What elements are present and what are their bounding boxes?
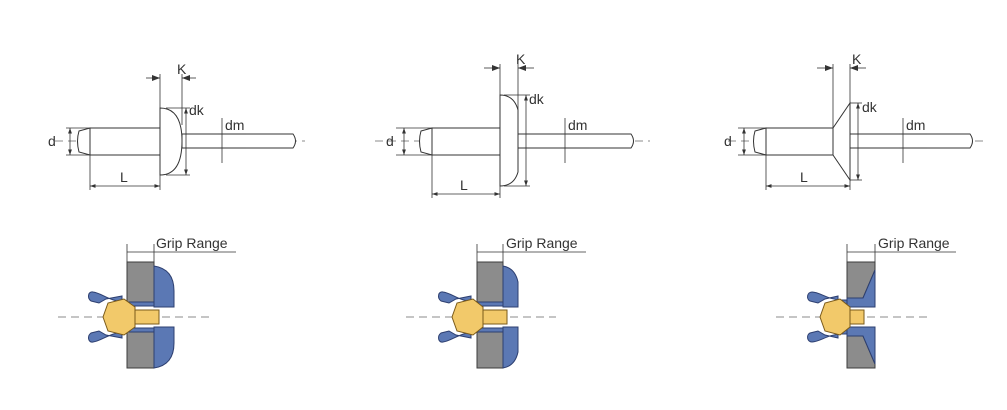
rivet-tail	[419, 127, 433, 156]
section-large-flange: Grip Range	[406, 235, 586, 369]
dim-K-label: K	[177, 61, 187, 77]
rivet-head-top	[153, 265, 175, 308]
mandrel	[181, 133, 296, 149]
dim-d-label: d	[48, 133, 56, 149]
mandrel-stem	[482, 309, 508, 325]
section-countersunk: Grip Range	[776, 235, 956, 369]
mandrel-head	[819, 298, 851, 336]
plate-bottom	[476, 331, 504, 369]
dim-K-label: K	[852, 51, 862, 67]
drawing-large-flange: d L K dk dm	[375, 51, 650, 198]
plate-bottom	[126, 331, 155, 369]
drawing-countersunk: d L K dk dm	[724, 51, 985, 190]
countersunk-head	[832, 101, 851, 182]
rivet-body	[89, 127, 161, 156]
rivet-body	[431, 127, 501, 156]
dim-dm-label: dm	[568, 117, 587, 133]
dim-L-label: L	[800, 169, 808, 185]
plate-top	[476, 261, 504, 303]
rivet-bulb-bottom	[88, 327, 155, 343]
flange-head	[499, 94, 519, 187]
mandrel-stem	[849, 309, 865, 325]
rivet-bulb-top	[438, 291, 504, 307]
plate-top	[126, 261, 155, 303]
rivet-tail	[753, 127, 767, 156]
rivet-bulb-top	[807, 291, 848, 307]
dim-d-label: d	[724, 133, 732, 149]
rivet-head-bottom	[153, 326, 175, 369]
dim-dk-label: dk	[862, 99, 878, 115]
mandrel	[517, 133, 634, 149]
grip-range-label: Grip Range	[878, 235, 950, 251]
rivet-bulb-bottom	[438, 327, 504, 343]
mandrel	[849, 133, 973, 149]
dim-L-label: L	[460, 177, 468, 193]
rivet-body	[765, 127, 834, 156]
mandrel-head	[451, 298, 484, 336]
dim-L-label: L	[120, 169, 128, 185]
mandrel-head	[102, 298, 136, 336]
rivet-bulb-top	[88, 291, 155, 307]
dim-K-label: K	[516, 51, 526, 67]
dim-dk-label: dk	[529, 91, 545, 107]
dome-head	[159, 107, 183, 176]
drawing-dome-head: d L K dk dm	[48, 61, 305, 190]
dim-d-label: d	[386, 133, 394, 149]
dim-dm-label: dm	[225, 117, 244, 133]
rivet-flange-top	[502, 265, 519, 308]
rivet-tail	[77, 127, 91, 156]
dim-dm-label: dm	[906, 117, 925, 133]
dim-dk-label: dk	[189, 102, 205, 118]
rivet-bulb-bottom	[807, 327, 848, 343]
rivet-head-top	[846, 269, 876, 308]
mandrel-stem	[134, 309, 160, 325]
rivet-flange-bottom	[502, 326, 519, 369]
grip-range-label: Grip Range	[506, 235, 578, 251]
grip-range-label: Grip Range	[156, 235, 228, 251]
section-dome-head: Grip Range	[58, 235, 236, 369]
